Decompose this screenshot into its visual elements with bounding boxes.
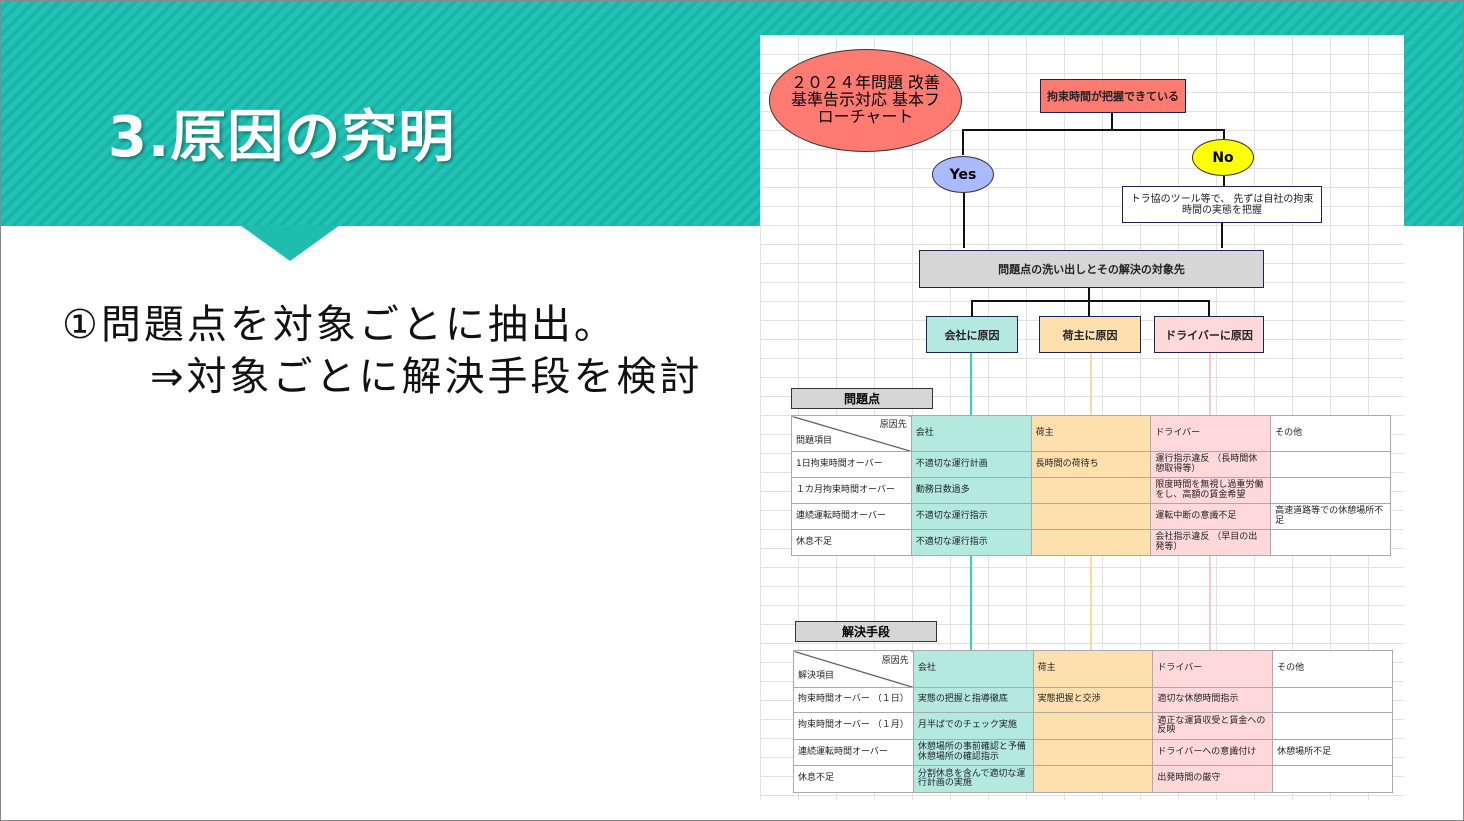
table-cell — [1030, 529, 1152, 556]
table-cell — [1032, 712, 1154, 740]
cause-shipper-box: 荷主に原因 — [1039, 316, 1141, 353]
column-header: 会社 — [910, 415, 1032, 452]
table-row: 1日拘束時間オーバー不適切な運行計画長時間の荷待ち運行指示違反 （長時間休憩取得… — [791, 451, 1391, 478]
table-cell: 運転中断の意識不足 — [1150, 503, 1272, 530]
table-cell: 拘束時間オーバー （１月） — [793, 712, 914, 740]
table-cell: 限度時間を無視し過重労働をし、高額の賃金希望 — [1150, 477, 1272, 504]
solutions-table: 原因先解決項目会社荷主ドライバーその他拘束時間オーバー （１日）実態の把握と指導… — [793, 650, 1393, 793]
table-cell — [1030, 503, 1152, 530]
table-cell — [1272, 712, 1393, 740]
table-cell: 拘束時間オーバー （１日） — [793, 687, 914, 713]
flowchart-image: ２０２４年問題 改善基準告示対応 基本フローチャート 拘束時間が把握できている … — [760, 35, 1404, 800]
header-bottom-label: 問題項目 — [796, 435, 833, 446]
flowchart-title-oval: ２０２４年問題 改善基準告示対応 基本フローチャート — [769, 49, 962, 152]
connector — [1208, 300, 1210, 316]
column-header: その他 — [1272, 650, 1393, 688]
table-header-row: 原因先問題項目会社荷主ドライバーその他 — [791, 415, 1391, 452]
table-cell: 不適切な運行計画 — [910, 451, 1032, 478]
table-row: １カ月拘束時間オーバー勤務日数過多 限度時間を無視し過重労働をし、高額の賃金希望 — [791, 477, 1391, 504]
body-line-2: ⇒対象ごとに解決手段を検討 — [150, 354, 703, 400]
connector — [1088, 300, 1090, 316]
analysis-box: 問題点の洗い出しとその解決の対象先 — [919, 250, 1264, 288]
slide-title: 3.原因の究明 — [108, 105, 456, 170]
start-box: 拘束時間が把握できている — [1040, 79, 1186, 113]
header-notch — [240, 225, 340, 261]
no-oval: No — [1192, 139, 1254, 176]
yes-oval: Yes — [932, 156, 994, 193]
cause-driver-box: ドライバーに原因 — [1154, 316, 1264, 353]
header-corner-cell: 原因先解決項目 — [793, 650, 914, 688]
connector — [963, 193, 965, 248]
column-header: ドライバー — [1150, 415, 1272, 452]
table-cell — [1030, 477, 1152, 504]
column-header: その他 — [1270, 415, 1391, 452]
table-row: 休息不足不適切な運行指示 会社指示違反 （早目の出発等） — [791, 529, 1391, 556]
connector — [1111, 113, 1113, 129]
table-cell: 連続運転時間オーバー — [791, 503, 912, 530]
connector — [962, 129, 1224, 131]
table-cell — [1270, 451, 1391, 478]
table-cell: 高速道路等での休憩場所不足 — [1270, 503, 1391, 530]
body-line-1: ①問題点を対象ごとに抽出。 — [62, 302, 617, 348]
connector — [1088, 288, 1090, 300]
connector — [1221, 223, 1223, 248]
table-row: 連続運転時間オーバー不適切な運行指示 運転中断の意識不足高速道路等での休憩場所不足 — [791, 503, 1391, 530]
table-cell: 適正な運賃収受と賃金への反映 — [1152, 712, 1274, 740]
table-cell: 休息不足 — [793, 765, 914, 793]
cause-company-box: 会社に原因 — [926, 316, 1018, 353]
connector — [962, 129, 964, 155]
header-bottom-label: 解決項目 — [798, 671, 835, 681]
table-cell: 1日拘束時間オーバー — [791, 451, 912, 478]
table-cell — [1272, 687, 1393, 713]
no-step-box: トラ協のツール等で、 先ずは自社の拘束時間の実態を把握 — [1122, 186, 1322, 223]
table-cell: 不適切な運行指示 — [910, 503, 1032, 530]
table-cell: 休息不足 — [791, 529, 912, 556]
table-row: 拘束時間オーバー （１日）実態の把握と指導徹底実態把握と交渉適切な休憩時間指示 — [793, 687, 1393, 713]
header-corner-cell: 原因先問題項目 — [791, 415, 912, 452]
column-header: 会社 — [912, 650, 1034, 688]
table-cell: 休憩場所の事前確認と予備休憩場所の確認指示 — [912, 739, 1034, 766]
table-cell — [1270, 529, 1391, 556]
table-cell: 出発時間の厳守 — [1152, 765, 1274, 793]
table-cell: 適切な休憩時間指示 — [1152, 687, 1274, 713]
table-cell: 会社指示違反 （早目の出発等） — [1150, 529, 1272, 556]
table-cell — [1032, 739, 1154, 766]
connector — [1223, 176, 1225, 186]
table-row: 休息不足分割休息を含んで適切な運行計画の実施 出発時間の厳守 — [793, 765, 1393, 793]
table-row: 連続運転時間オーバー休憩場所の事前確認と予備休憩場所の確認指示 ドライバーへの意識… — [793, 739, 1393, 766]
table-cell: ドライバーへの意識付け — [1152, 739, 1274, 766]
table-cell: 月半ばでのチェック実施 — [912, 712, 1034, 740]
header-top-label: 原因先 — [879, 420, 907, 431]
table-cell: 勤務日数過多 — [910, 477, 1032, 504]
table-cell: 実態把握と交渉 — [1032, 687, 1154, 713]
column-header: ドライバー — [1152, 650, 1274, 688]
table-cell — [1270, 477, 1391, 504]
header-top-label: 原因先 — [881, 655, 909, 666]
connector — [1223, 129, 1225, 139]
table-cell: 実態の把握と指導徹底 — [912, 687, 1034, 713]
table-cell — [1032, 765, 1154, 793]
table-cell: 連続運転時間オーバー — [793, 739, 914, 766]
column-header: 荷主 — [1030, 415, 1152, 452]
table-cell: １カ月拘束時間オーバー — [791, 477, 912, 504]
table-cell: 分割休息を含んで適切な運行計画の実施 — [912, 765, 1034, 793]
table-cell — [1272, 765, 1393, 793]
table-row: 拘束時間オーバー （１月）月半ばでのチェック実施 適正な運賃収受と賃金への反映 — [793, 712, 1393, 740]
problems-label: 問題点 — [791, 388, 933, 409]
table-header-row: 原因先解決項目会社荷主ドライバーその他 — [793, 650, 1393, 688]
table-cell: 長時間の荷待ち — [1030, 451, 1152, 478]
table-cell: 運行指示違反 （長時間休憩取得等） — [1150, 451, 1272, 478]
table-cell: 休憩場所不足 — [1272, 739, 1393, 766]
connector — [971, 300, 973, 316]
column-header: 荷主 — [1032, 650, 1154, 688]
solutions-label: 解決手段 — [795, 621, 937, 642]
connector — [971, 300, 1209, 302]
table-cell: 不適切な運行指示 — [910, 529, 1032, 556]
